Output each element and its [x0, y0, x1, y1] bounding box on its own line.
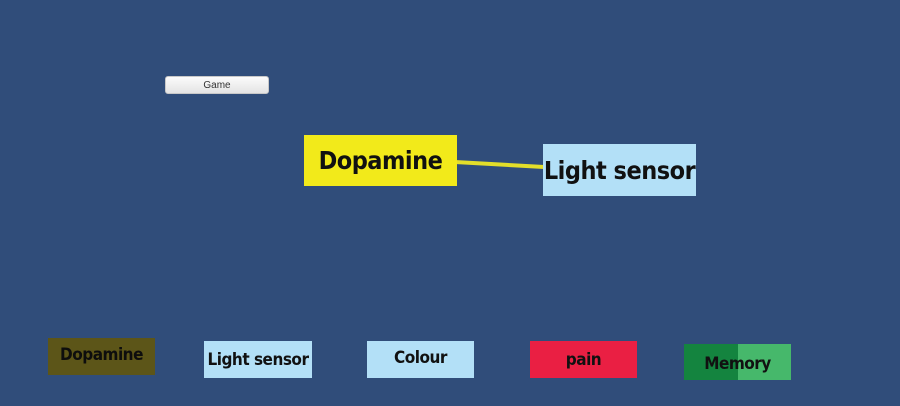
- palette-item-pain[interactable]: pain: [530, 341, 637, 378]
- memory-dark-half: [684, 344, 738, 380]
- connector-line: [453, 160, 546, 169]
- node-light-sensor[interactable]: Light sensor: [543, 144, 696, 196]
- palette-item-label: Colour: [394, 347, 447, 368]
- palette-item-label: Dopamine: [60, 344, 143, 365]
- node-dopamine[interactable]: Dopamine: [304, 135, 457, 186]
- palette-item-colour[interactable]: Colour: [367, 341, 474, 378]
- palette-item-dopamine[interactable]: Dopamine: [48, 338, 155, 375]
- game-button[interactable]: Game: [165, 76, 269, 94]
- node-light-sensor-label: Light sensor: [543, 155, 696, 185]
- palette-item-memory[interactable]: Memory: [684, 344, 791, 380]
- node-dopamine-label: Dopamine: [318, 146, 443, 175]
- palette-item-light-sensor[interactable]: Light sensor: [204, 341, 312, 378]
- palette-item-label: pain: [565, 349, 602, 370]
- palette-item-label: Memory: [704, 354, 771, 374]
- palette-item-label: Light sensor: [207, 349, 310, 370]
- memory-light-half: [738, 344, 791, 380]
